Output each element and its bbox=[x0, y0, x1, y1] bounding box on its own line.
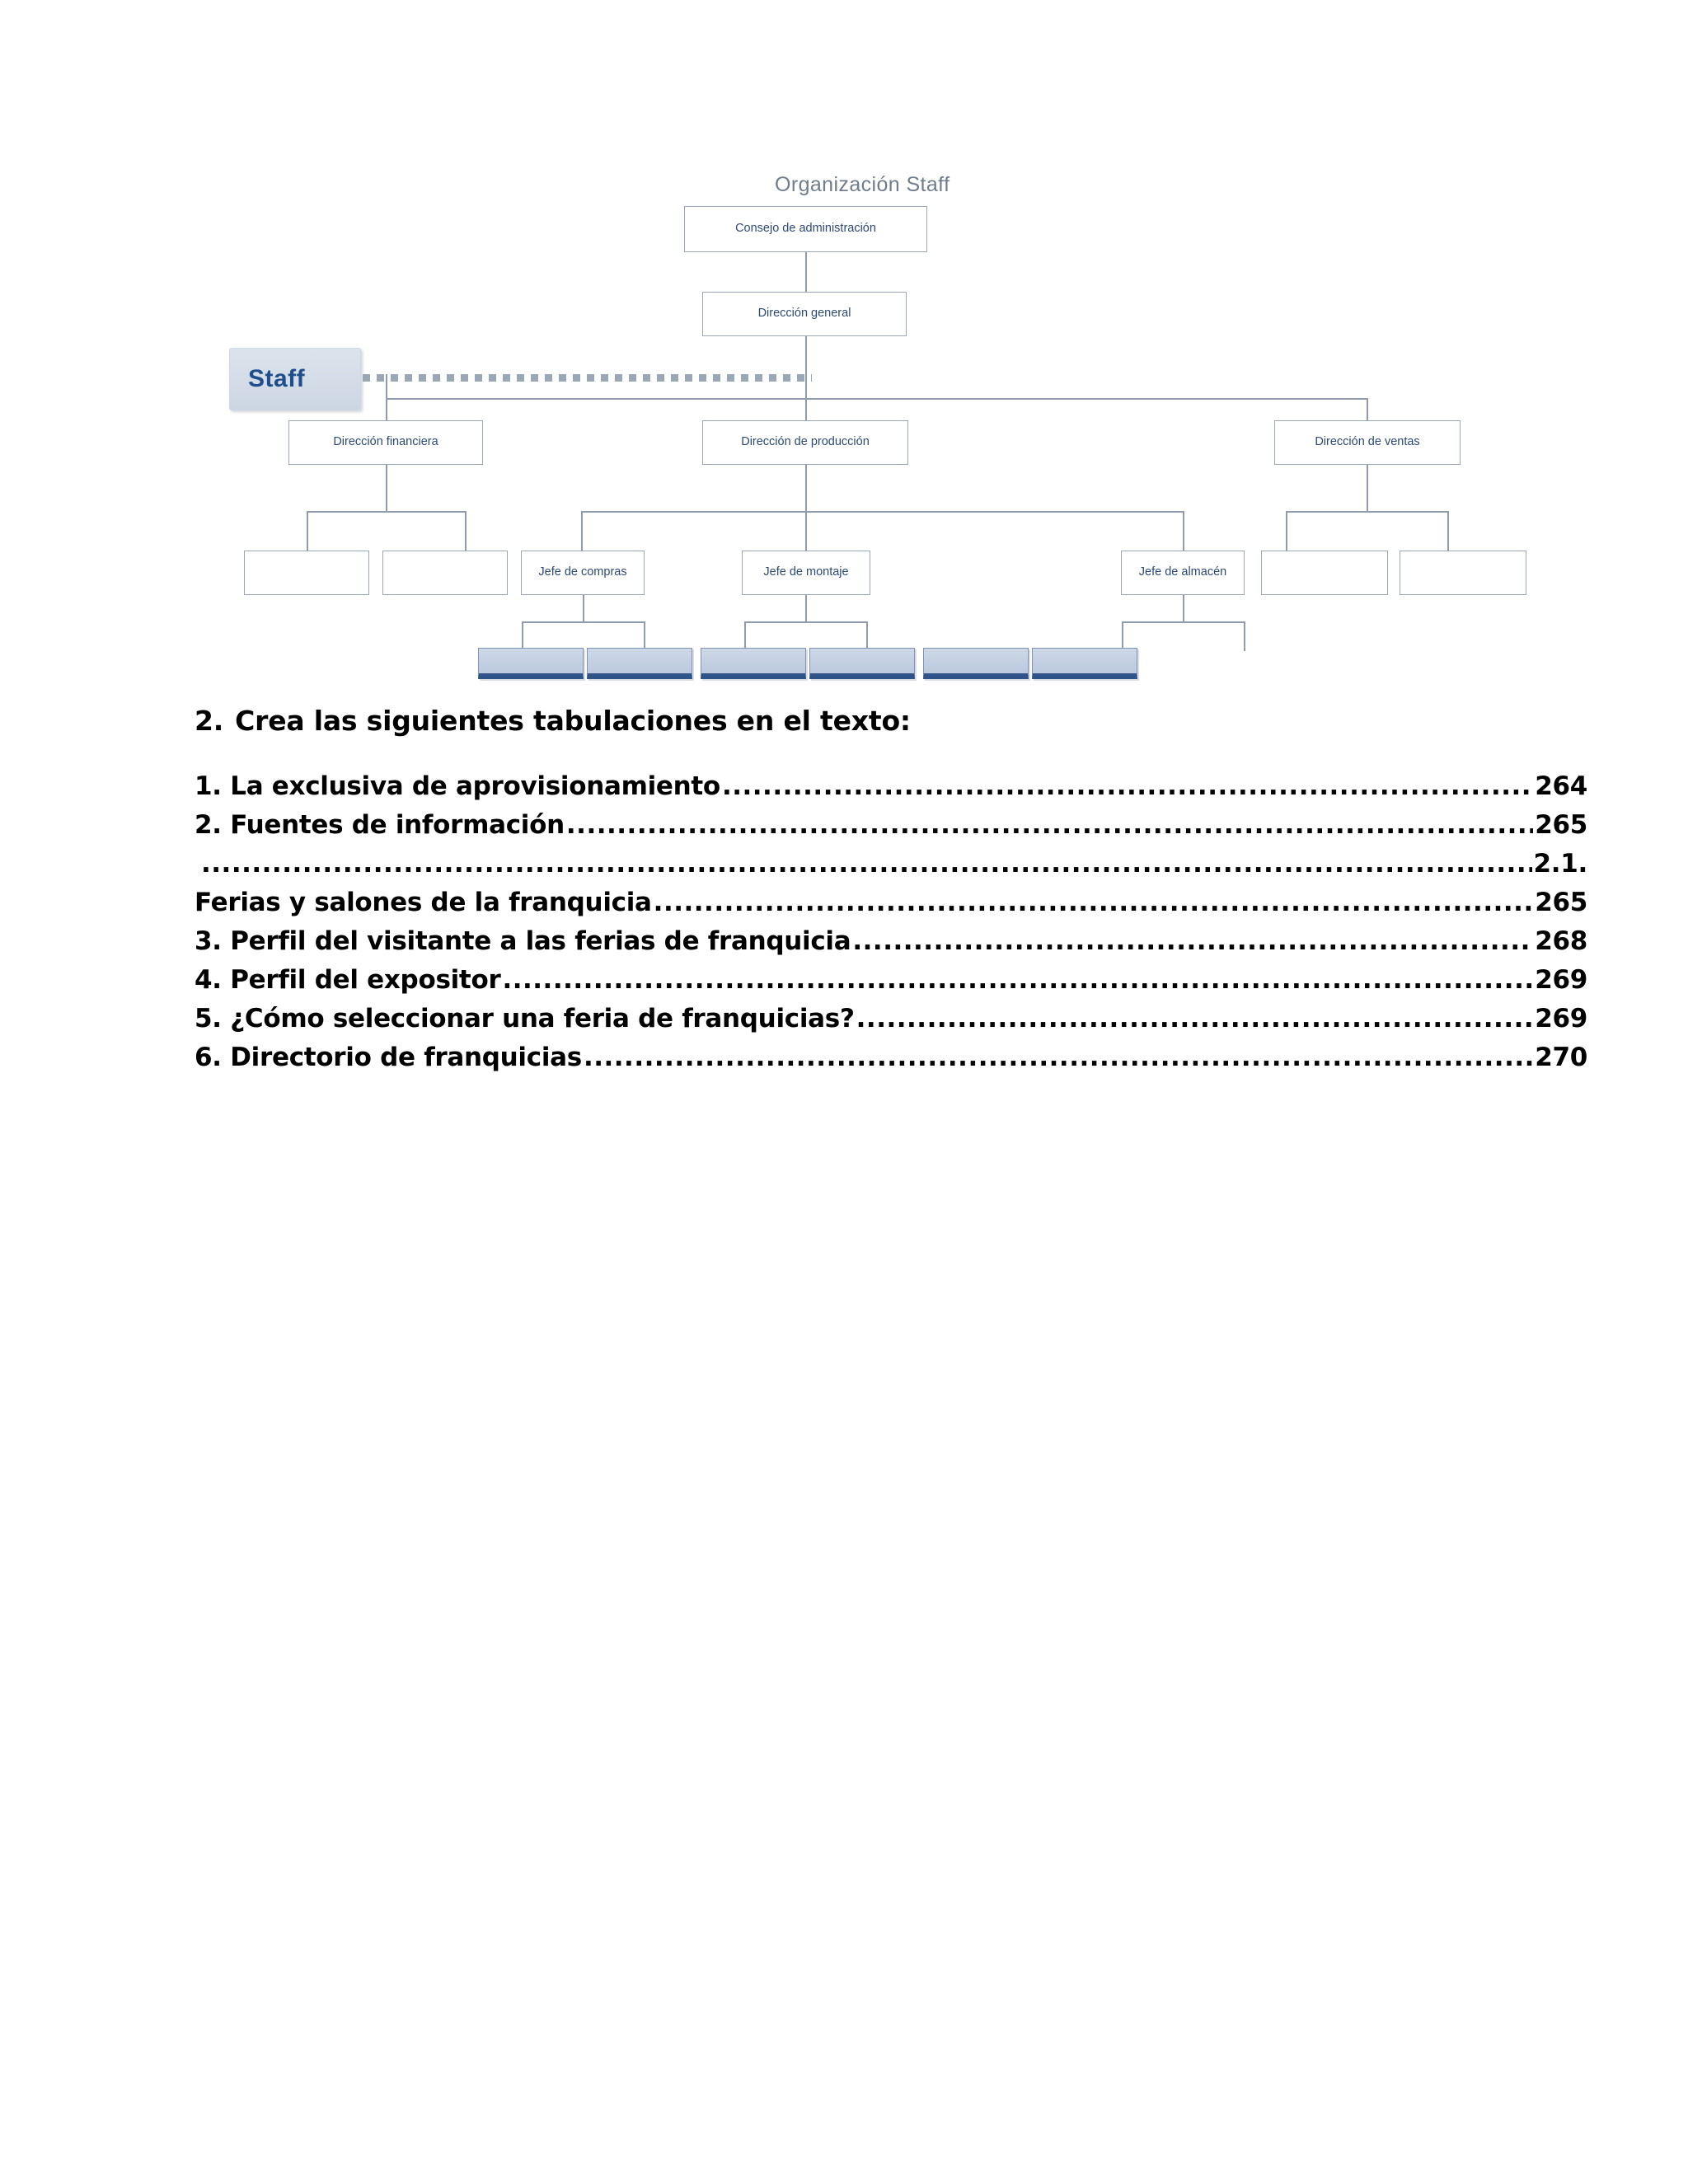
connector-finance-bar bbox=[307, 511, 467, 513]
toc-entry: 6. Directorio de franquicias............… bbox=[195, 1043, 1587, 1072]
node-jefe-de-almacen: Jefe de almacén bbox=[1121, 551, 1245, 595]
node-jefe-de-montaje: Jefe de montaje bbox=[742, 551, 870, 595]
connector-finance-down bbox=[386, 465, 387, 511]
connector-finance-child1 bbox=[307, 511, 308, 551]
toc-dot-leader: ........................................… bbox=[653, 888, 1534, 917]
exercise-number: 2. bbox=[195, 705, 224, 737]
toc-entry-page: 269 bbox=[1535, 1004, 1587, 1033]
toc-entry-label: 5. ¿Cómo seleccionar una feria de franqu… bbox=[195, 1004, 855, 1033]
toc-entry: 3. Perfil del visitante a las ferias de … bbox=[195, 926, 1587, 956]
node-empty-finance-2 bbox=[382, 551, 508, 595]
node-empty-finance-1 bbox=[244, 551, 369, 595]
connector-bus-to-production bbox=[805, 398, 807, 420]
toc-dot-leader: ........................................… bbox=[583, 1043, 1534, 1072]
toc-dot-leader: ........................................… bbox=[856, 1004, 1534, 1033]
toc-entry-page: 269 bbox=[1535, 965, 1587, 995]
leaf-box-1 bbox=[478, 648, 584, 679]
exercise-heading: 2. Crea las siguientes tabulaciones en el… bbox=[195, 705, 1587, 737]
toc-entry: 2. Fuentes de información...............… bbox=[195, 810, 1587, 840]
toc-entry-label: 4. Perfil del expositor bbox=[195, 965, 501, 995]
connector-montaje-leaf2 bbox=[866, 621, 868, 651]
node-direccion-general: Dirección general bbox=[702, 292, 907, 336]
staff-dotted-connector bbox=[363, 374, 812, 382]
toc-list: 1. La exclusiva de aprovisionamiento....… bbox=[195, 771, 1587, 1072]
connector-compras-down bbox=[583, 595, 584, 621]
toc-entry: 4. Perfil del expositor.................… bbox=[195, 965, 1587, 995]
connector-sales-bar bbox=[1286, 511, 1447, 513]
connector-sales-down bbox=[1367, 465, 1368, 511]
connector-bus-level3 bbox=[386, 398, 1367, 400]
connector-compras-leaf2 bbox=[644, 621, 645, 651]
toc-entry-page: 2.1. bbox=[1533, 849, 1588, 879]
toc-entry-page: 265 bbox=[1535, 888, 1587, 917]
connector-almacen-leaf1 bbox=[1122, 621, 1123, 651]
connector-production-bar bbox=[581, 511, 1183, 513]
connector-sales-child2 bbox=[1447, 511, 1449, 551]
node-direccion-de-produccion: Dirección de producción bbox=[702, 420, 908, 465]
toc-entry-page: 264 bbox=[1535, 771, 1587, 801]
connector-montaje-leaf1 bbox=[744, 621, 746, 651]
leaf-box-3 bbox=[701, 648, 806, 679]
toc-entry-page: 270 bbox=[1535, 1043, 1587, 1072]
node-empty-sales-1 bbox=[1261, 551, 1388, 595]
toc-entry-label: Ferias y salones de la franquicia bbox=[195, 888, 652, 917]
connector-finance-child2 bbox=[465, 511, 467, 551]
connector-compras-leaf1 bbox=[522, 621, 523, 651]
toc-entry-page: 265 bbox=[1535, 810, 1587, 840]
toc-entry-label: 6. Directorio de franquicias bbox=[195, 1043, 582, 1072]
staff-label: Staff bbox=[248, 365, 306, 392]
toc-entry-label: 2. Fuentes de información bbox=[195, 810, 565, 840]
connector-bus-to-finance bbox=[386, 374, 387, 420]
connector-general-to-bus bbox=[805, 336, 807, 399]
toc-dot-leader: ........................................… bbox=[565, 810, 1534, 840]
toc-dot-leader: ........................................… bbox=[721, 771, 1534, 801]
toc-dot-leader: ........................................… bbox=[201, 849, 1532, 879]
connector-almacen-down bbox=[1183, 595, 1184, 621]
connector-production-child-compras bbox=[581, 511, 583, 551]
toc-entry-label: 1. La exclusiva de aprovisionamiento bbox=[195, 771, 720, 801]
toc-dot-leader: ........................................… bbox=[852, 926, 1533, 956]
node-direccion-financiera: Dirección financiera bbox=[288, 420, 483, 465]
connector-montaje-bar bbox=[744, 621, 866, 623]
leaf-box-5 bbox=[923, 648, 1029, 679]
connector-compras-bar bbox=[522, 621, 644, 623]
toc-entry-page: 268 bbox=[1535, 926, 1587, 956]
toc-entry: Ferias y salones de la franquicia.......… bbox=[195, 888, 1587, 917]
node-empty-sales-2 bbox=[1400, 551, 1526, 595]
toc-dot-leader: ........................................… bbox=[502, 965, 1533, 995]
connector-sales-child1 bbox=[1286, 511, 1287, 551]
toc-entry: ........................................… bbox=[195, 849, 1587, 879]
connector-production-down bbox=[805, 465, 807, 511]
connector-almacen-leaf2 bbox=[1244, 621, 1245, 651]
connector-almacen-bar bbox=[1122, 621, 1244, 623]
org-chart-title: Organización Staff bbox=[775, 173, 950, 196]
leaf-box-6 bbox=[1032, 648, 1137, 679]
node-direccion-de-ventas: Dirección de ventas bbox=[1274, 420, 1461, 465]
document-body: 2. Crea las siguientes tabulaciones en el… bbox=[195, 705, 1587, 1081]
connector-bus-to-sales bbox=[1367, 398, 1368, 420]
node-jefe-de-compras: Jefe de compras bbox=[521, 551, 645, 595]
connector-production-child-almacen bbox=[1183, 511, 1184, 551]
exercise-instruction: Crea las siguientes tabulaciones en el t… bbox=[235, 705, 911, 737]
staff-box: Staff bbox=[229, 348, 361, 410]
org-chart-figure: Organización Staff Consejo de administra… bbox=[206, 124, 1574, 679]
toc-entry-label: 3. Perfil del visitante a las ferias de … bbox=[195, 926, 851, 956]
toc-entry: 5. ¿Cómo seleccionar una feria de franqu… bbox=[195, 1004, 1587, 1033]
leaf-box-2 bbox=[587, 648, 692, 679]
toc-entry: 1. La exclusiva de aprovisionamiento....… bbox=[195, 771, 1587, 801]
leaf-box-4 bbox=[809, 648, 915, 679]
connector-montaje-down bbox=[805, 595, 807, 621]
connector-board-to-general bbox=[805, 252, 807, 292]
node-consejo-de-administracion: Consejo de administración bbox=[684, 206, 927, 252]
connector-production-child-montaje bbox=[805, 511, 807, 551]
